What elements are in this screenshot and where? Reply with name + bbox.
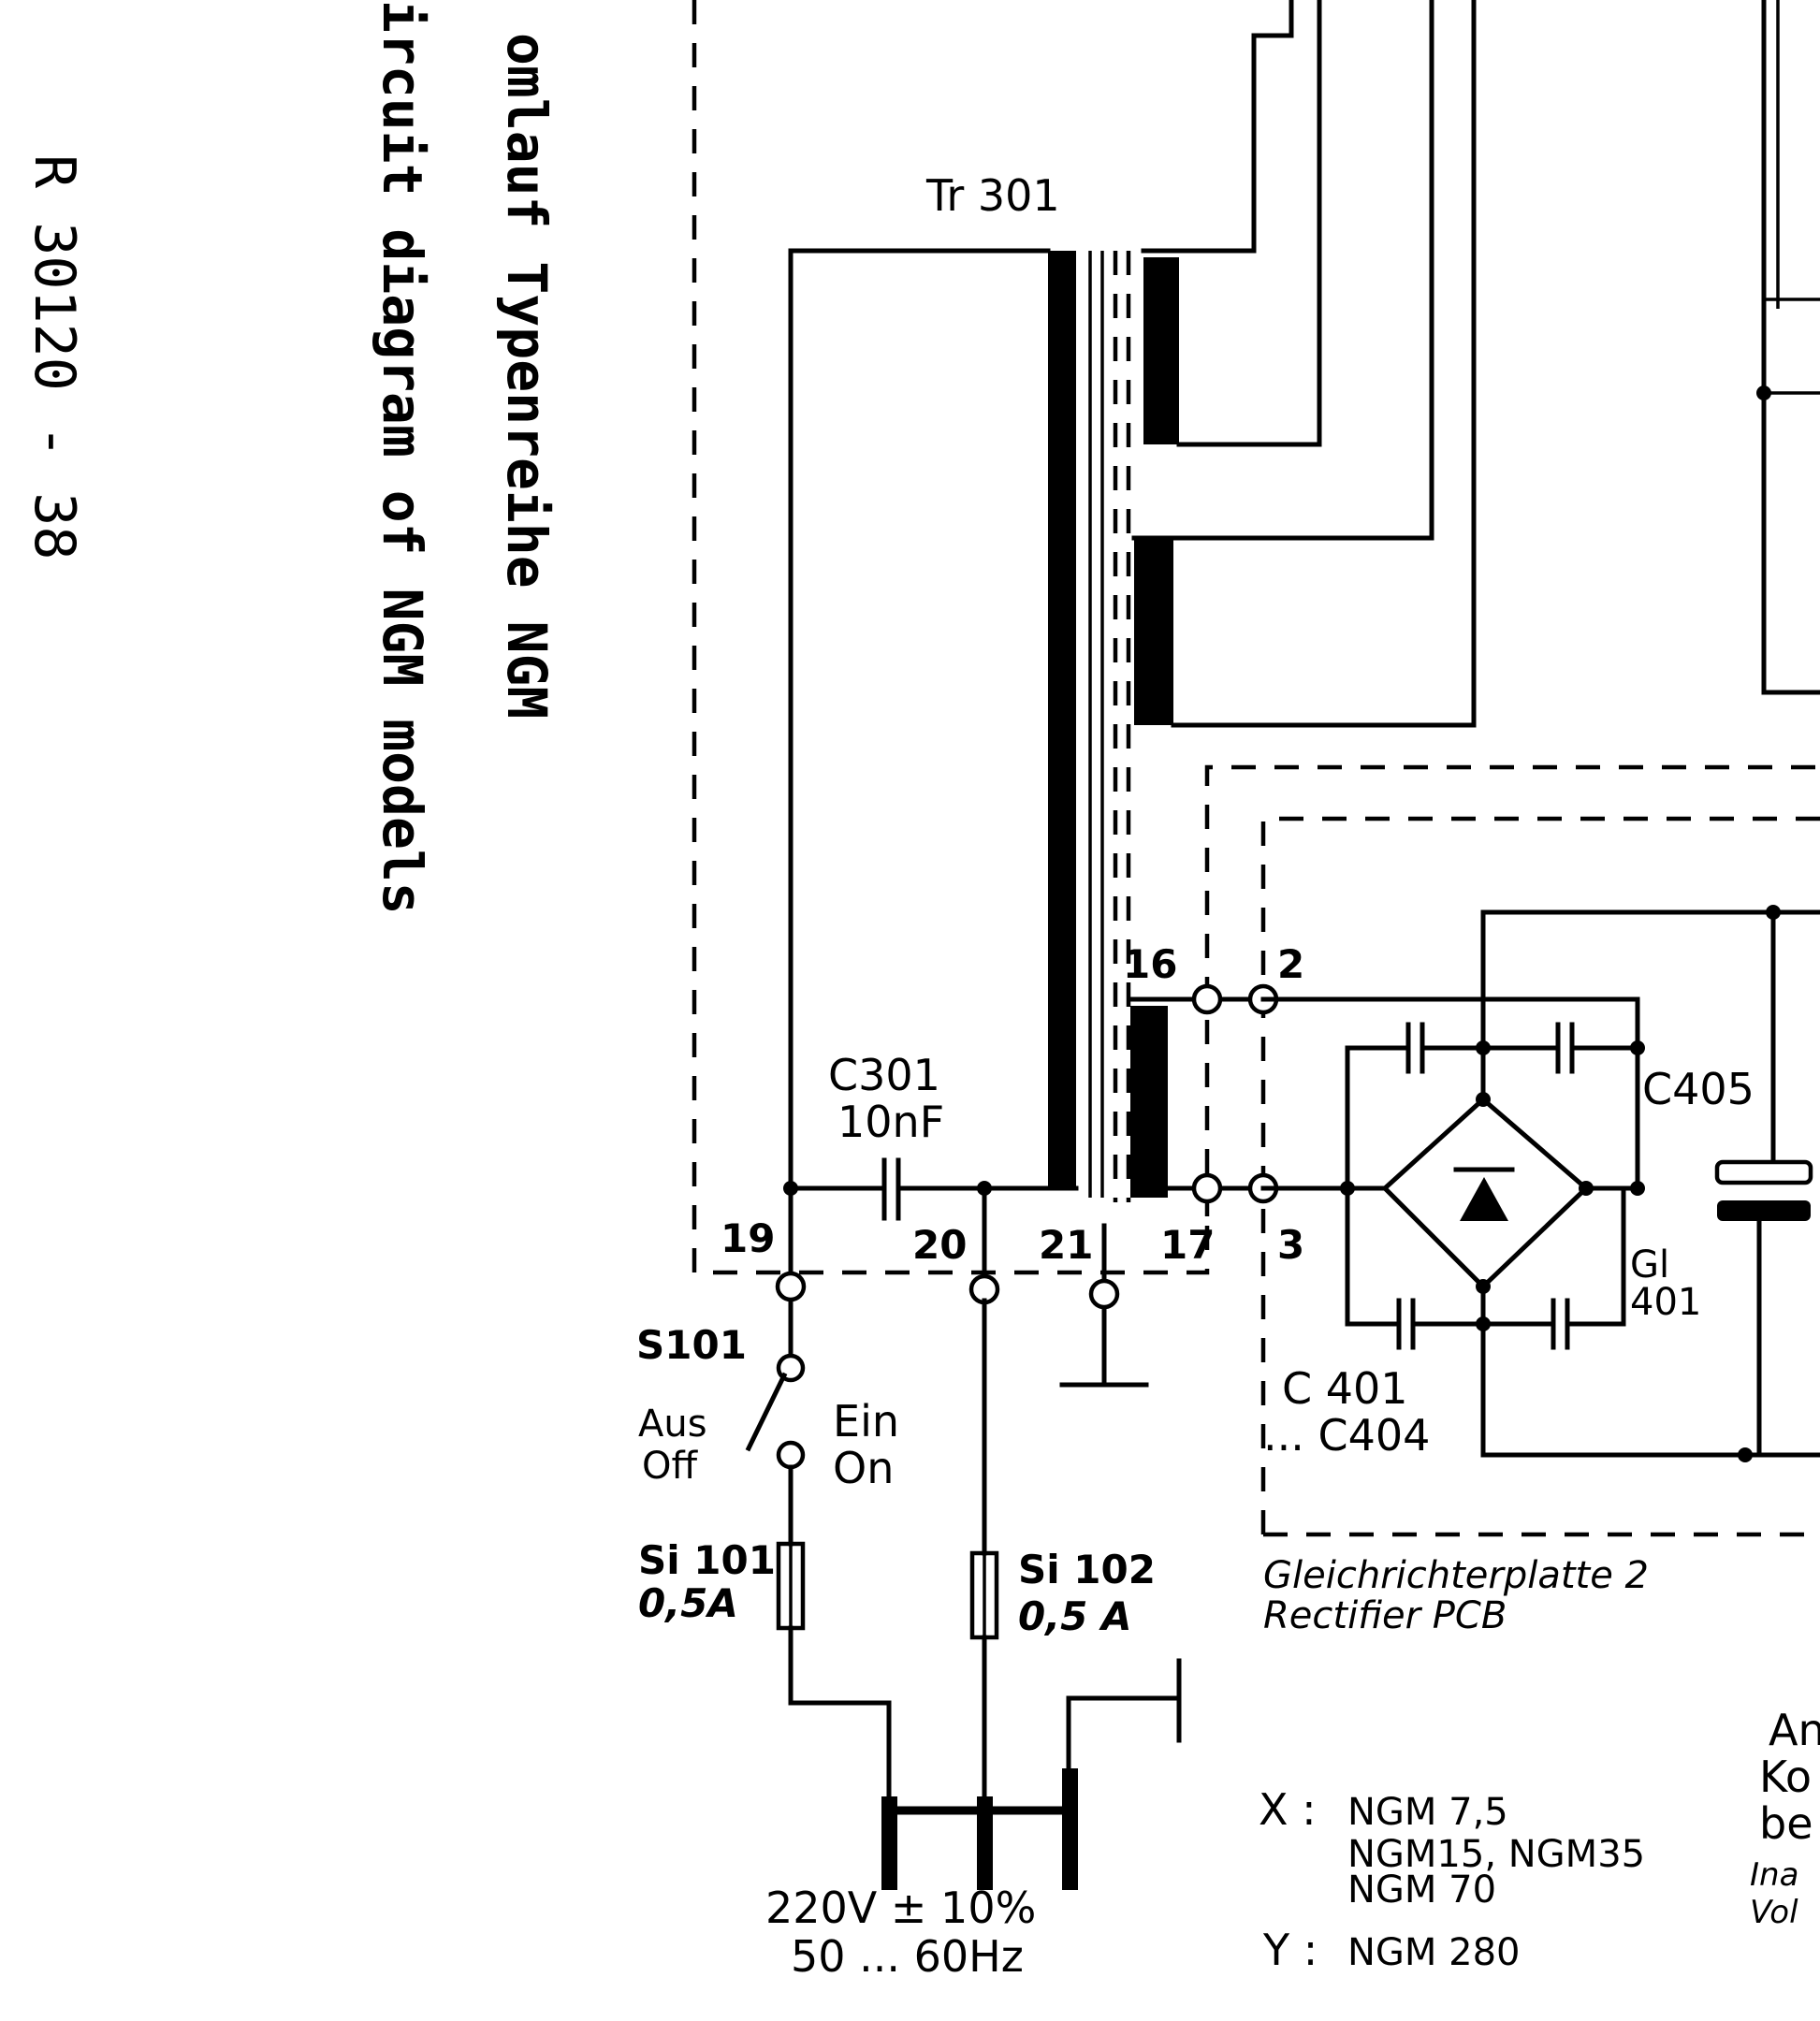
s101-on: On: [833, 1443, 894, 1493]
si101-value: 0,5A: [638, 1580, 738, 1626]
capacitor-c405: C405: [1642, 909, 1813, 1458]
dc-positive-wire: [1480, 909, 1820, 1102]
cut-note-1: An: [1769, 1705, 1820, 1755]
c301-name: C301: [828, 1050, 940, 1100]
transformer-tr301: Tr 301: [788, 0, 1820, 1202]
secondary-winding-1-wire: [1141, 0, 1294, 254]
protective-earth-wire: [1066, 1695, 1182, 1771]
primary-winding-wire: [788, 248, 1051, 1191]
si102-value: 0,5 A: [1018, 1593, 1132, 1639]
legend-x-key: X :: [1259, 1784, 1317, 1835]
secondary-winding-2-wire: [1131, 0, 1434, 541]
s101-ein: Ein: [833, 1396, 899, 1447]
secondary-terminals: 16 2 3: [1123, 764, 1820, 1534]
primary-bus: C301 10nF: [783, 1050, 1149, 1388]
side-text: R 30120 - 38 omlauf Typenreihe NGM ircui…: [22, 0, 559, 915]
doc-number: R 30120 - 38: [22, 154, 87, 560]
c405-plate-negative: [1717, 1200, 1811, 1221]
title-english: ircuit diagram of NGM models: [371, 0, 434, 915]
terminal-20-label: 20: [912, 1222, 967, 1268]
pcb-outer-dashed: [1204, 764, 1820, 1216]
mains-frequency: 50 ... 60Hz: [791, 1931, 1024, 1982]
terminal-16: [1191, 983, 1223, 1015]
c402-node: [1630, 1040, 1645, 1055]
pcb-inner-dashed: [1260, 816, 1820, 1534]
s101-aus: Aus: [638, 1403, 707, 1446]
secondary-winding-1-return: [1176, 0, 1322, 447]
upper-right-node: [1756, 385, 1771, 400]
secondary-winding-3: [1130, 1006, 1168, 1198]
terminal-21-label: 21: [1039, 1222, 1093, 1268]
legend-x-line2: NGM15, NGM35: [1347, 1833, 1645, 1876]
c404-label: ... C404: [1263, 1410, 1430, 1461]
s101-label: S101: [636, 1322, 747, 1368]
terminal-17-label: 17: [1160, 1222, 1215, 1268]
si101-wire-down: [788, 1625, 892, 1809]
cut-note-4: Ina: [1750, 1856, 1798, 1894]
fuse-si102: Si 102 0,5 A: [969, 1298, 1156, 1874]
c403-wire: [1345, 1185, 1402, 1327]
terminal-19: [775, 1271, 807, 1302]
plug-pin-right: [1062, 1768, 1078, 1890]
bridge-diode-symbol: [1460, 1177, 1508, 1221]
rectifier-bridge: Gl 401: [1260, 905, 1820, 1462]
legend-y-line1: NGM 280: [1347, 1931, 1521, 1974]
enclosure-outline: [692, 0, 1210, 1275]
switch-s101: S101 Aus Off Ein On: [636, 1298, 899, 1547]
plug-pin-middle: [977, 1796, 993, 1890]
terminal-17: [1191, 1172, 1223, 1204]
model-legend: X : NGM 7,5 NGM15, NGM35 NGM 70 Y : NGM …: [1259, 1784, 1645, 1975]
legend-x-line3: NGM 70: [1347, 1868, 1496, 1912]
s101-lever: [745, 1372, 788, 1452]
mains-plug: 220V ± 10% 50 ... 60Hz: [765, 1658, 1182, 1982]
plug-pin-left: [881, 1796, 897, 1890]
s101-off: Off: [642, 1445, 698, 1488]
transformer-label: Tr 301: [925, 170, 1060, 221]
dc-negative-rail-node: [1738, 1447, 1753, 1462]
primary-terminals: 19 20 21 17: [721, 1215, 1215, 1310]
title-german: omlauf Typenreihe NGM: [495, 33, 559, 719]
cut-off-notes: An Ko be Ina Vol: [1750, 1705, 1820, 1931]
secondary-winding-2: [1134, 538, 1173, 725]
s101-contact-bottom: [776, 1440, 806, 1470]
cut-note-5: Vol: [1750, 1894, 1798, 1931]
mains-voltage: 220V ± 10%: [765, 1883, 1036, 1933]
c405-label: C405: [1642, 1064, 1754, 1114]
terminal-21: [1088, 1278, 1120, 1310]
rectifier-pcb-label-de: Gleichrichterplatte 2: [1263, 1554, 1649, 1597]
terminal-3-label: 3: [1277, 1222, 1304, 1268]
legend-x-line1: NGM 7,5: [1347, 1791, 1508, 1834]
si102-name: Si 102: [1018, 1547, 1156, 1592]
gl401-label-a: Gl: [1630, 1243, 1669, 1287]
c404-wire-b: [1565, 1185, 1626, 1327]
ac-wire-top: [1260, 996, 1640, 1051]
cut-note-3: be: [1759, 1798, 1813, 1849]
capacitors-c401-c404: C 401 ... C404: [1263, 1022, 1645, 1461]
rectifier-pcb-label-en: Rectifier PCB: [1263, 1594, 1507, 1637]
terminal-16-label: 16: [1123, 941, 1177, 987]
cut-note-2: Ko: [1759, 1752, 1812, 1802]
dc-negative-wire: [1480, 1284, 1820, 1458]
c401-wire: [1345, 1045, 1411, 1191]
primary-winding-bar: [1048, 251, 1076, 1186]
fuse-si101: Si 101 0,5A: [638, 1537, 892, 1809]
upper-right-wire-1: [1761, 0, 1820, 695]
terminal-19-label: 19: [721, 1215, 775, 1261]
legend-y-key: Y :: [1262, 1925, 1318, 1975]
c401-label: C 401: [1282, 1363, 1408, 1414]
si101-name: Si 101: [638, 1537, 776, 1583]
gl401-label-b: 401: [1630, 1281, 1701, 1324]
secondary-winding-1: [1143, 257, 1179, 444]
c405-plate-positive: [1714, 1159, 1813, 1185]
rectifier-pcb-caption: Gleichrichterplatte 2 Rectifier PCB: [1263, 1532, 1820, 1637]
secondary-winding-2-return: [1171, 0, 1477, 728]
terminal-2-label: 2: [1277, 941, 1304, 987]
c301-value: 10nF: [837, 1097, 944, 1147]
